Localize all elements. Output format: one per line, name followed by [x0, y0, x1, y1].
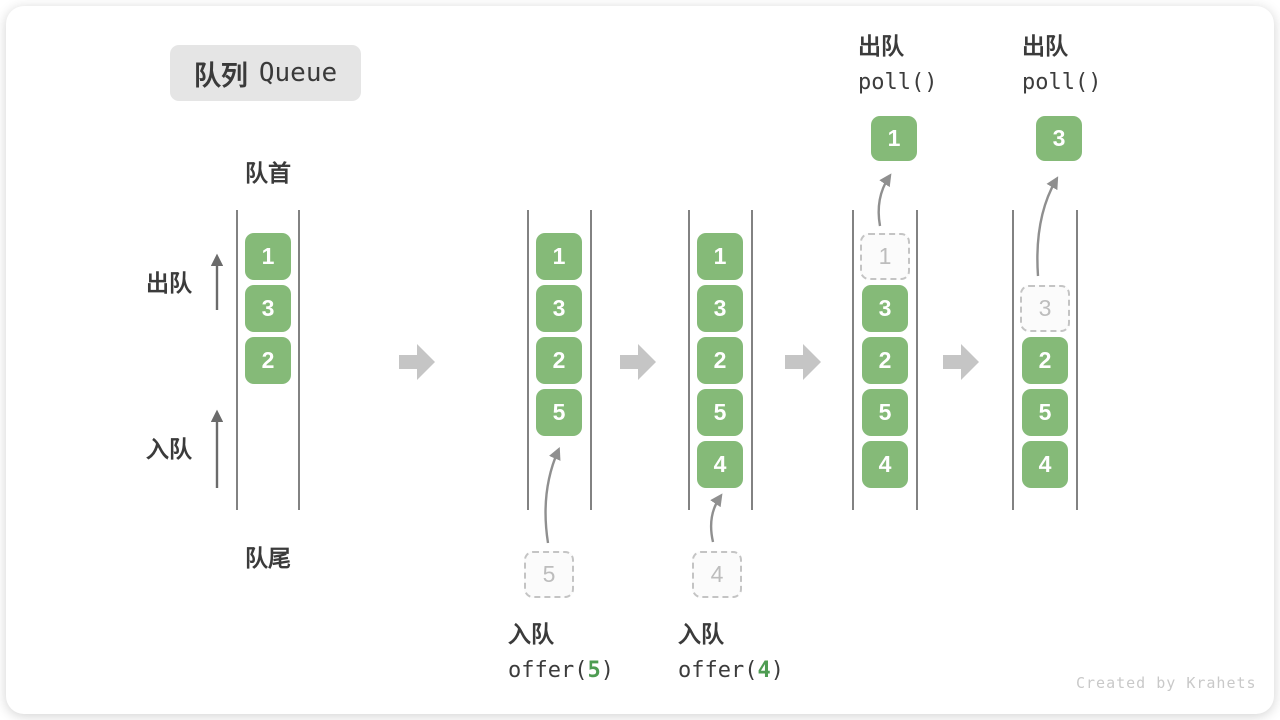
- title-badge: 队列 Queue: [170, 45, 361, 101]
- dequeue-side-label: 出队: [146, 270, 192, 296]
- code-before: offer(: [508, 658, 588, 683]
- queue-cell: 5: [1022, 389, 1068, 436]
- queue-cell: 1: [697, 233, 743, 280]
- rear-label: 队尾: [245, 545, 291, 571]
- enqueue-op-label-1: 入队 offer(5): [508, 615, 614, 683]
- code-arg: 4: [757, 658, 771, 683]
- enqueue-side-label: 入队: [146, 436, 192, 462]
- dequeue-op-zh: 出队: [858, 33, 904, 59]
- queue-cell: 5: [536, 389, 582, 436]
- dequeue-op-zh: 出队: [1022, 33, 1068, 59]
- queue-cell: 5: [862, 389, 908, 436]
- title-en: Queue: [258, 58, 338, 88]
- code-after: ): [770, 658, 784, 683]
- removed-slot-cell: 3: [1020, 285, 1070, 332]
- popped-cell: 3: [1036, 116, 1082, 161]
- queue-cell: 3: [862, 285, 908, 332]
- queue-cell: 5: [697, 389, 743, 436]
- code-arg: 5: [587, 658, 601, 683]
- enqueue-op-zh: 入队: [508, 621, 554, 647]
- dequeue-op-label-2: 出队 poll(): [1022, 27, 1101, 95]
- queue-cell: 4: [1022, 441, 1068, 488]
- title-zh: 队列: [193, 60, 248, 91]
- pending-enqueue-cell: 4: [692, 551, 742, 598]
- queue-cell: 4: [697, 441, 743, 488]
- queue-cell: 2: [536, 337, 582, 384]
- dequeue-op-code: poll(): [1022, 70, 1102, 95]
- dequeue-op-code: poll(): [858, 70, 938, 95]
- removed-slot-cell: 1: [860, 233, 910, 280]
- queue-cell: 3: [697, 285, 743, 332]
- enqueue-op-code: offer(4): [678, 658, 784, 683]
- enqueue-op-zh: 入队: [678, 621, 724, 647]
- queue-cell: 2: [245, 337, 291, 384]
- queue-cell: 3: [245, 285, 291, 332]
- enqueue-op-label-2: 入队 offer(4): [678, 615, 784, 683]
- queue-cell: 2: [862, 337, 908, 384]
- code-after: ): [600, 658, 614, 683]
- queue-cell: 2: [1022, 337, 1068, 384]
- queue-cell: 1: [245, 233, 291, 280]
- queue-cell: 3: [536, 285, 582, 332]
- diagram-canvas: [6, 6, 1274, 714]
- popped-cell: 1: [871, 116, 917, 161]
- front-label: 队首: [245, 160, 291, 186]
- queue-cell: 2: [697, 337, 743, 384]
- dequeue-op-label-1: 出队 poll(): [858, 27, 937, 95]
- queue-cell: 1: [536, 233, 582, 280]
- code-before: offer(: [678, 658, 758, 683]
- queue-cell: 4: [862, 441, 908, 488]
- enqueue-op-code: offer(5): [508, 658, 614, 683]
- watermark: Created by Krahets: [1076, 674, 1257, 692]
- pending-enqueue-cell: 5: [524, 551, 574, 598]
